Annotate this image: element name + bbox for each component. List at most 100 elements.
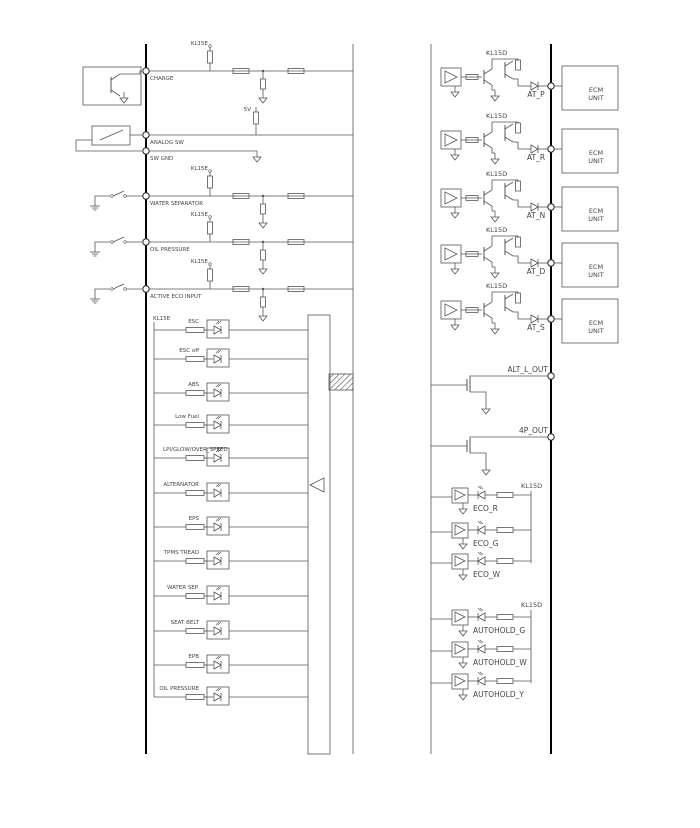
driver-triangle (454, 489, 466, 501)
driver-box (451, 609, 469, 626)
output-pin (547, 315, 555, 323)
autohold_group-row-2: AUTOHOLD_Y (431, 671, 531, 701)
output-pin (547, 259, 555, 267)
switch-contact (123, 240, 127, 244)
transistor-emitter (504, 136, 514, 143)
led-ray (215, 320, 220, 325)
led-ray (217, 320, 222, 325)
led-ray (217, 383, 222, 388)
ground-triangle (258, 97, 268, 104)
ecm-label: UNIT (588, 94, 604, 102)
indicator-row-2: ABS (154, 382, 308, 402)
ground-symbol (450, 319, 460, 331)
driver-triangle (454, 643, 466, 655)
driver-triangle (454, 611, 466, 623)
buffer-box (440, 244, 462, 264)
led-ray (479, 639, 484, 644)
autohold_group-row-1: AUTOHOLD_W (431, 639, 531, 669)
wire (513, 78, 519, 86)
led-ray (215, 349, 220, 354)
ground-symbol (490, 153, 500, 165)
led-triangle (477, 490, 486, 500)
led-ray (215, 483, 220, 488)
input-row-2: SW GND (75, 139, 262, 163)
transistor-emitter (110, 89, 121, 97)
bias-resistor (515, 59, 521, 71)
pullup-resistor (207, 221, 213, 235)
input-pin (142, 67, 150, 75)
buffer-box (440, 67, 462, 87)
ecm-label: ECM (589, 149, 603, 157)
ground-triangle (450, 324, 460, 331)
supply-node (208, 44, 212, 48)
led-resistor (185, 327, 205, 333)
ground-symbol (450, 149, 460, 161)
kl-label: KL15D (486, 170, 507, 178)
diode-triangle (530, 258, 539, 268)
ground-triangle (258, 222, 268, 229)
hatched-connector (328, 373, 354, 391)
transistor-emitter (483, 256, 493, 263)
led-box (206, 482, 230, 502)
led-ray (477, 485, 482, 490)
ecm-label: UNIT (588, 271, 604, 279)
ground-symbol (458, 625, 468, 637)
ecm-label: UNIT (588, 327, 604, 335)
led-ray (217, 687, 222, 692)
led-ray (217, 517, 222, 522)
led-symbol (213, 448, 222, 463)
led-ray (477, 639, 482, 644)
buffer-triangle (444, 133, 458, 147)
drain-wire (469, 436, 548, 439)
ecm-label: ECM (589, 319, 603, 327)
ground-triangle (450, 154, 460, 161)
led-triangle (477, 525, 486, 535)
wire (491, 85, 495, 91)
led-triangle (213, 556, 222, 566)
supply-node (208, 215, 212, 219)
led-label: AUTOHOLD_W (473, 658, 527, 667)
led-ray (217, 483, 222, 488)
led-symbol (213, 320, 222, 335)
wire (491, 206, 495, 212)
ground-symbol (258, 263, 268, 275)
transistor-collector (483, 245, 493, 252)
ground-triangle (252, 156, 262, 163)
led-ray (477, 520, 482, 525)
led-resistor (496, 646, 514, 652)
pullup-resistor (207, 268, 213, 282)
ground-symbol (258, 92, 268, 104)
input-label: ACTIVE ECO INPUT (150, 294, 202, 300)
led-box (206, 516, 230, 536)
indicator-row-0: ESC (154, 319, 308, 339)
input-label: SW GND (150, 156, 173, 162)
input-label: CHARGE (150, 76, 174, 82)
ground-symbol (450, 207, 460, 219)
kl-supply-tap: KL15E (191, 212, 213, 235)
transistor-collector (504, 60, 514, 67)
input-pin (142, 192, 150, 200)
led-symbol (213, 621, 222, 636)
led-triangle (213, 325, 222, 335)
source-wire (470, 391, 487, 403)
output-label: AT_S (527, 323, 545, 332)
led-resistor (185, 662, 205, 668)
led-ray (479, 607, 484, 612)
ground-triangle (490, 328, 500, 335)
led-ray (477, 551, 482, 556)
led-symbol (477, 671, 486, 686)
supply-node (208, 262, 212, 266)
ground-triangle (119, 97, 129, 104)
indicator-label: ABS (188, 382, 199, 388)
kl-supply-tap: KL15E (191, 259, 213, 282)
led-symbol (213, 586, 222, 601)
ground-triangle (458, 662, 468, 669)
input-row-5: ACTIVE ECO INPUT KL15E (90, 259, 353, 322)
indicator-row-10: EPB (154, 654, 308, 674)
